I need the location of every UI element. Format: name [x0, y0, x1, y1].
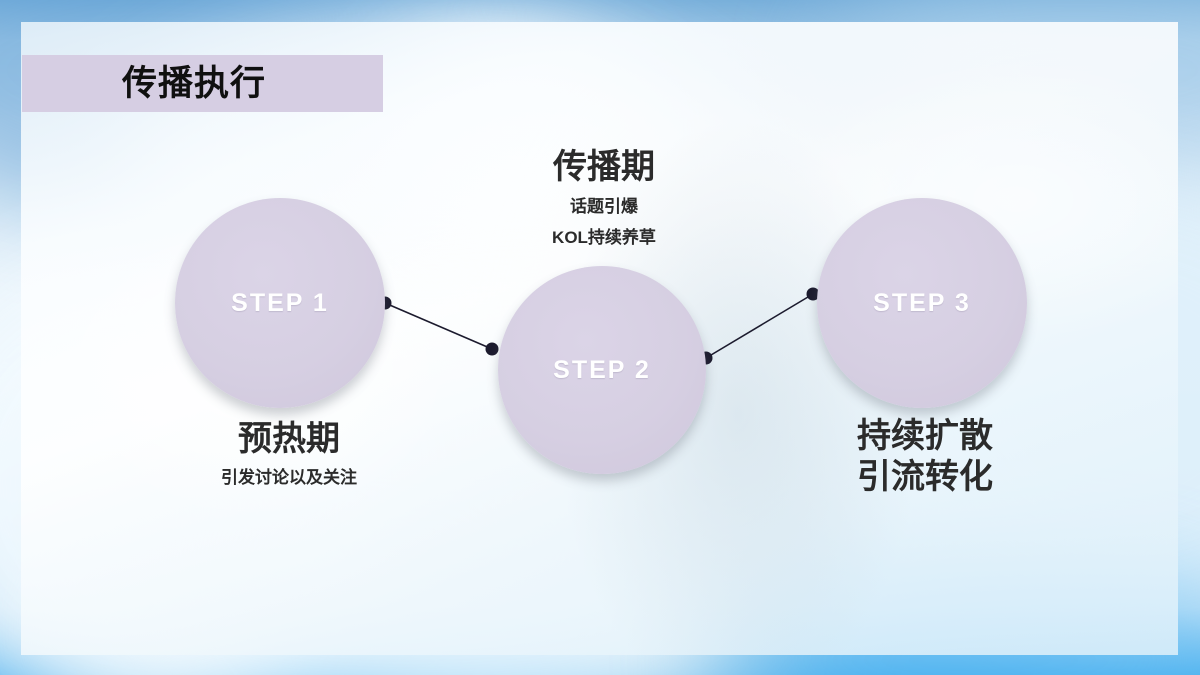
step-circle-2[interactable]: STEP 2 — [498, 266, 706, 474]
step-subtitle-1: 引发讨论以及关注 — [221, 467, 357, 487]
step-label-1: 预热期 引发讨论以及关注 — [161, 420, 417, 489]
step-label-2: 传播期 话题引爆 KOL持续养草 — [479, 148, 729, 249]
step-circle-1[interactable]: STEP 1 — [175, 198, 385, 408]
step-heading-1: 预热期 — [238, 420, 340, 458]
step-badge-2: STEP 2 — [553, 355, 651, 384]
step-subtitle-2-line2: KOL持续养草 — [552, 227, 656, 247]
step-heading-3-line2: 引流转化 — [857, 457, 993, 496]
step-heading-2: 传播期 — [553, 148, 655, 186]
step-circle-3[interactable]: STEP 3 — [817, 198, 1027, 408]
page-title: 传播执行 — [122, 64, 267, 103]
slide-title-bar: 传播执行 — [22, 55, 383, 112]
step-heading-3-line1: 持续扩散 — [857, 417, 993, 455]
step-badge-1: STEP 1 — [231, 288, 329, 317]
step-badge-3: STEP 3 — [873, 288, 971, 317]
step-label-3: 持续扩散 引流转化 — [818, 417, 1032, 497]
step-subtitle-2-line1: 话题引爆 — [570, 196, 638, 216]
